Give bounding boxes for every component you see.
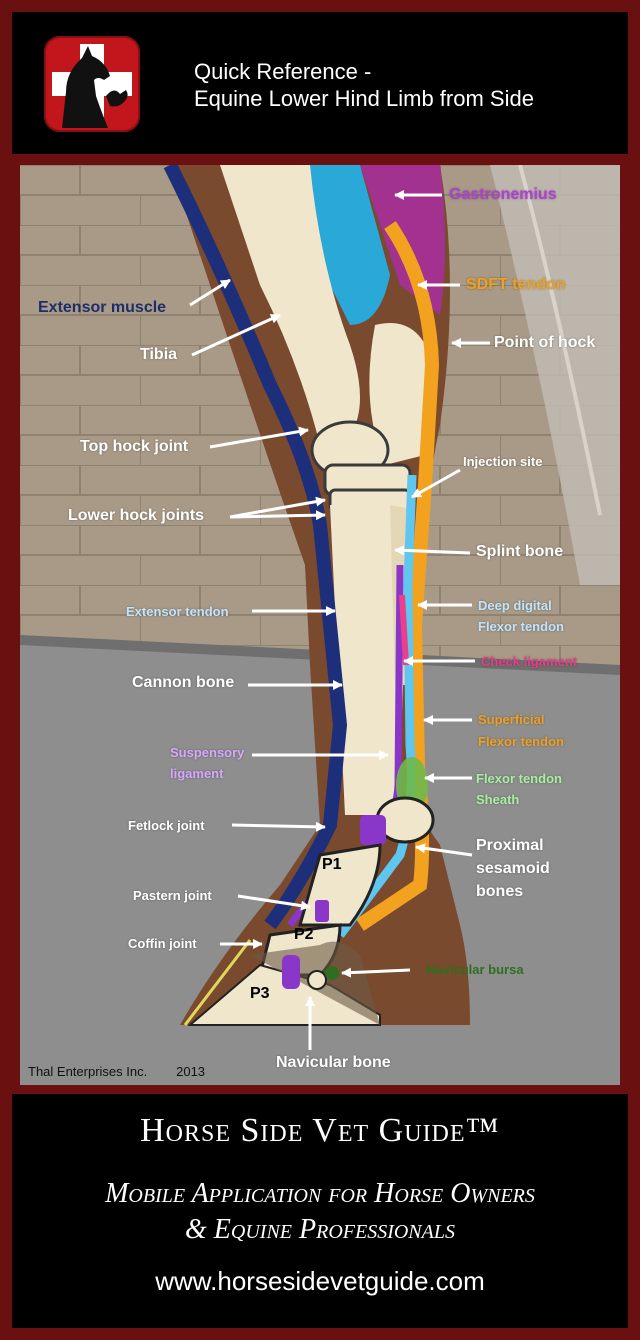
label-tibia: Tibia: [140, 346, 178, 363]
label-p3: P3: [250, 985, 270, 1002]
title-line-1: Quick Reference -: [194, 59, 372, 84]
tagline-line-1: Mobile Application for Horse Owners: [105, 1178, 535, 1209]
label-suspensory-line2: ligament: [170, 766, 224, 781]
label-proximal-line1: Proximal: [476, 837, 544, 854]
label-extensor-tendon: Extensor tendon: [126, 604, 229, 619]
label-p1: P1: [322, 856, 342, 873]
label-sdft-tendon: SDFT tendon: [466, 276, 566, 293]
copyright-text: Thal Enterprises Inc. 2013: [28, 1064, 206, 1079]
label-superficial-line1: Superficial: [478, 712, 545, 727]
label-top-hock-joint: Top hock joint: [80, 438, 189, 455]
tagline-line-2: & Equine Professionals: [185, 1214, 455, 1245]
limb-illustration: [20, 165, 620, 1085]
label-proximal-line2: sesamoid: [476, 860, 550, 877]
label-deep-digital-line1: Deep digital: [478, 598, 552, 613]
horse-cross-logo-icon: [44, 36, 140, 132]
label-cannon-bone: Cannon bone: [132, 674, 235, 691]
label-point-of-hock: Point of hock: [494, 334, 596, 351]
label-proximal-line3: bones: [476, 883, 524, 900]
title-line-2: Equine Lower Hind Limb from Side: [194, 86, 534, 111]
label-flexor-sheath-line1: Flexor tendon: [476, 771, 562, 786]
brand-name: Horse Side Vet Guide™: [140, 1112, 500, 1149]
label-gastronemius: Gastronemius: [449, 186, 557, 203]
label-superficial-line2: Flexor tendon: [478, 734, 564, 749]
label-splint-bone: Splint bone: [476, 543, 564, 560]
page-title: Quick Reference - Equine Lower Hind Limb…: [194, 58, 534, 112]
tagline: Mobile Application for Horse Owners & Eq…: [12, 1176, 628, 1248]
label-coffin-joint: Coffin joint: [128, 936, 197, 951]
label-check-ligament: Check ligament: [481, 654, 578, 669]
header-bar: Quick Reference - Equine Lower Hind Limb…: [12, 12, 628, 154]
label-arrows: [189, 190, 490, 1050]
label-pastern-joint: Pastern joint: [133, 888, 212, 903]
label-fetlock-joint: Fetlock joint: [128, 818, 205, 833]
footer-bar: Horse Side Vet Guide™ Mobile Application…: [12, 1094, 628, 1328]
label-deep-digital-line2: Flexor tendon: [478, 619, 564, 634]
anatomy-diagram: Gastronemius SDFT tendon Point of hock E…: [20, 165, 620, 1085]
label-navicular-bone: Navicular bone: [276, 1054, 391, 1071]
label-injection-site: Injection site: [463, 454, 543, 469]
website-link[interactable]: www.horsesidevetguide.com: [155, 1266, 485, 1296]
label-lower-hock-joints: Lower hock joints: [68, 507, 205, 524]
label-p2: P2: [294, 926, 314, 943]
label-flexor-sheath-line2: Sheath: [476, 792, 520, 807]
label-navicular-bursa: Navicular bursa: [426, 962, 524, 977]
label-extensor-muscle: Extensor muscle: [38, 299, 167, 316]
label-suspensory-line1: Suspensory: [170, 745, 245, 760]
